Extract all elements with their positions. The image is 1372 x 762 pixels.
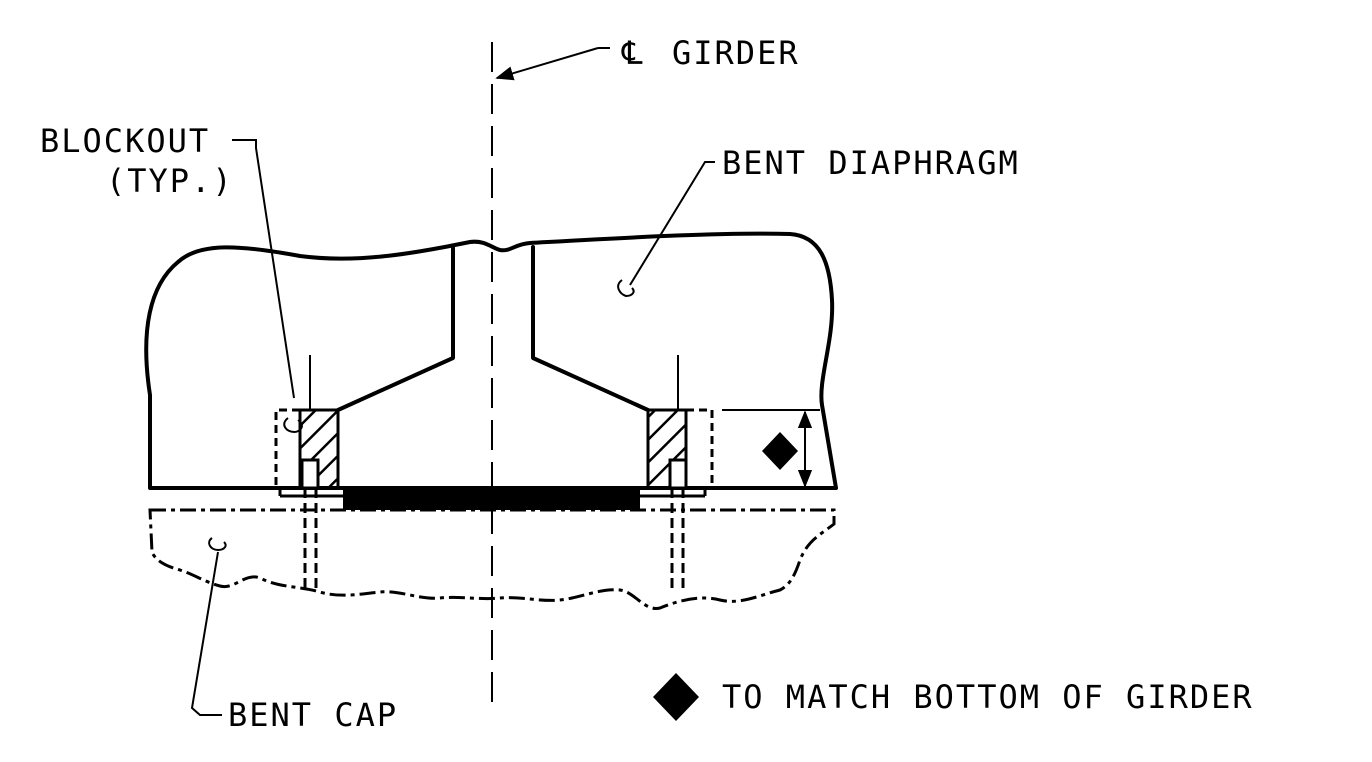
- diamond-icon: [653, 673, 699, 721]
- blockout-left-outline: [274, 408, 300, 488]
- leader-centerline-girder: [495, 47, 610, 81]
- girder-web-right: [531, 245, 650, 412]
- bent-diaphragm-label: BENT DIAPHRAGM: [722, 144, 1020, 182]
- bent-cap-label: BENT CAP: [228, 696, 398, 734]
- diamond-dimension: [722, 409, 820, 488]
- blockout-typ-label: (TYP.): [106, 162, 234, 200]
- centerline-girder-label: GIRDER: [672, 34, 800, 72]
- girder-web-left: [336, 246, 455, 412]
- note-label: TO MATCH BOTTOM OF GIRDER: [722, 678, 1254, 716]
- centerline-symbol: ℄: [621, 34, 645, 72]
- leader-bent-diaphragm: [617, 161, 715, 298]
- leader-bent-cap: [190, 537, 227, 716]
- anchor-bolt-left: [300, 458, 320, 588]
- diamond-dimension-marker: [762, 432, 798, 470]
- bent-cap-outline: [148, 508, 836, 610]
- bent-diaphragm-outline: [144, 231, 838, 490]
- blockout-label: BLOCKOUT: [40, 122, 210, 160]
- leader-blockout: [232, 139, 303, 434]
- anchor-bolt-right: [668, 458, 688, 588]
- blockout-right-outline: [686, 408, 714, 488]
- bearing-pad: [343, 490, 640, 510]
